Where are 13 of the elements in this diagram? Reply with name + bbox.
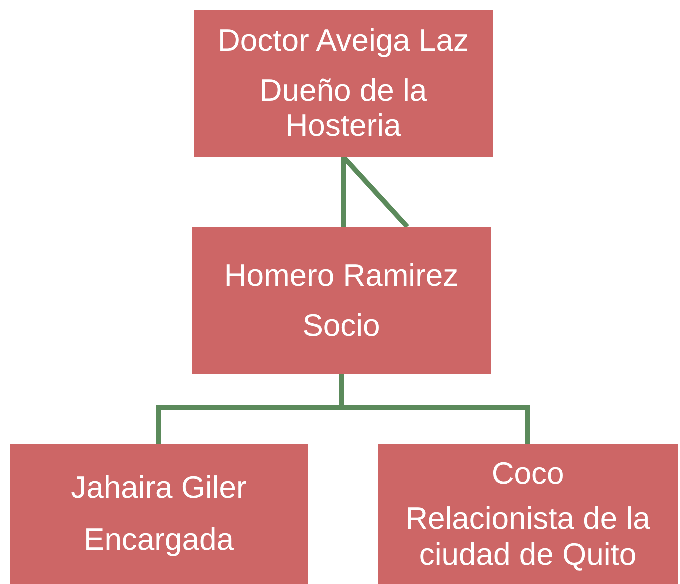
person-box — [378, 444, 678, 584]
person-name: Coco — [492, 456, 564, 492]
person-box — [192, 227, 491, 374]
person-box — [194, 10, 493, 157]
connector-line — [341, 154, 410, 230]
role-title: Relacionista de la ciudad de Quito — [404, 501, 652, 572]
role-title: Dueño de la Hosteria — [258, 72, 428, 144]
person-name: Homero Ramirez — [224, 258, 459, 294]
role-title: Socio — [302, 308, 380, 344]
role-title: Encargada — [84, 522, 234, 558]
person-name: Jahaira Giler — [71, 470, 247, 506]
person-name: Doctor Aveiga Laz — [218, 23, 470, 59]
person-box — [10, 444, 308, 584]
